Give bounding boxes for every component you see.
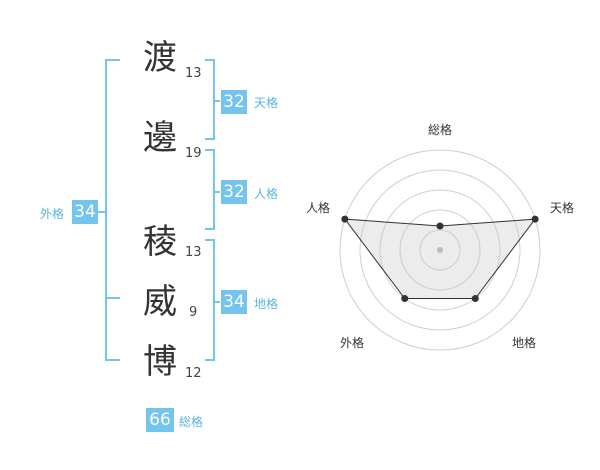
chikaku-bracket [205,239,220,361]
jinkaku-value: 32 [221,180,247,204]
jinkaku-bracket [205,149,220,230]
radar-ring-3 [379,189,501,311]
radar-shape [343,218,537,300]
radar-center [437,247,443,253]
tenkaku-bracket [205,59,220,140]
char-3: 稜 [143,222,177,262]
radar-point-3 [471,295,479,303]
soukaku-label: 総格 [179,415,204,429]
radar-point-1 [436,222,444,230]
radar-ring-4 [359,169,521,331]
radar-point-2 [531,215,539,223]
char-1-strokes: 13 [185,66,202,81]
radar-label-chikaku: 地格 [512,336,537,350]
tenkaku-value: 32 [221,90,247,114]
tenkaku-label: 天格 [254,96,279,110]
char-1: 渡 [143,38,177,78]
radar-label-gaikaku: 外格 [340,336,365,350]
char-2: 邊 [143,118,177,158]
radar-point-4 [401,295,409,303]
chikaku-label: 地格 [254,297,279,311]
gaikaku-bracket [98,59,120,361]
char-5: 博 [143,342,177,382]
char-3-strokes: 13 [185,245,202,260]
radar-point-5 [341,215,349,223]
radar-label-tenkaku: 天格 [550,201,575,215]
radar-label-soukaku: 総格 [428,123,453,137]
chikaku-value: 34 [221,290,247,314]
soukaku-value: 66 [146,408,174,432]
char-2-strokes: 19 [185,146,202,161]
gaikaku-label: 外格 [40,207,65,221]
char-5-strokes: 12 [185,366,202,381]
radar-ring-5 [339,149,541,351]
radar-label-jinkaku: 人格 [306,201,331,215]
gaikaku-value: 34 [72,200,98,224]
char-4: 威 [143,282,177,322]
char-4-strokes: 9 [189,305,198,320]
jinkaku-label: 人格 [254,187,279,201]
radar-ring-1 [419,229,461,271]
radar-ring-2 [399,209,481,291]
